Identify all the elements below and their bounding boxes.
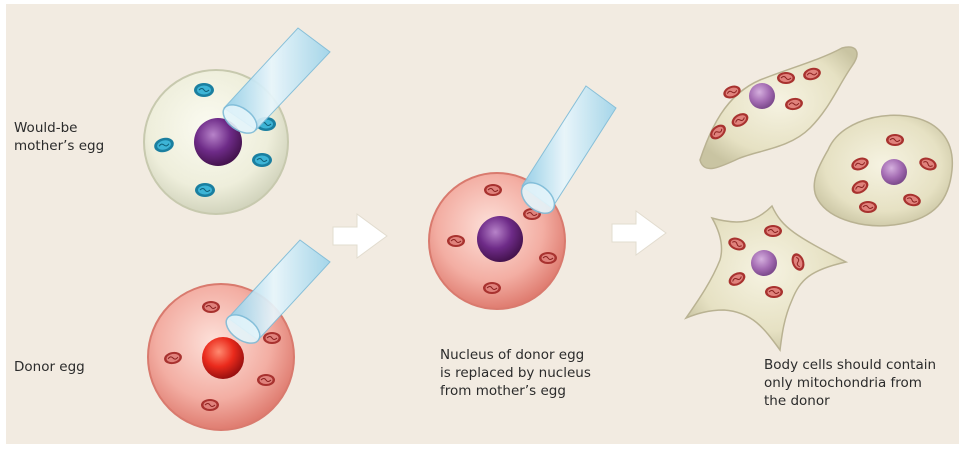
body-cell bbox=[814, 115, 952, 225]
body-cell bbox=[686, 206, 846, 350]
arrow-right-icon bbox=[612, 211, 666, 255]
result-caption: Body cells should contain only mitochond… bbox=[764, 356, 936, 410]
donor-nucleus bbox=[202, 337, 244, 379]
pipette bbox=[516, 86, 616, 219]
mother-egg-label: Would-be mother’s egg bbox=[14, 119, 104, 155]
step-caption: Nucleus of donor egg is replaced by nucl… bbox=[440, 346, 591, 400]
donor-egg-label: Donor egg bbox=[14, 358, 85, 376]
arrow-right-icon bbox=[333, 214, 387, 258]
transferred-nucleus bbox=[477, 216, 523, 262]
